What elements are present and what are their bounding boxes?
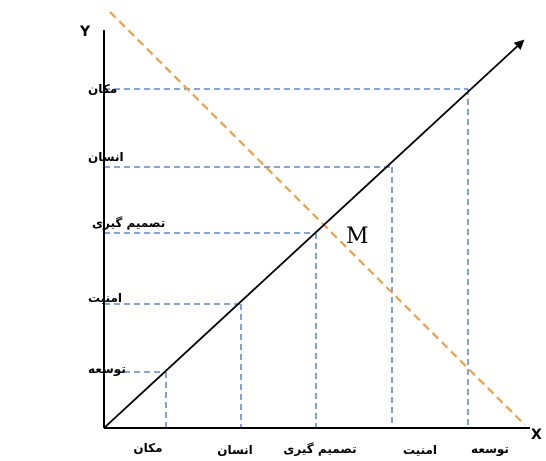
- x-axis-name: X: [531, 427, 542, 443]
- y-label-2: انسان: [88, 150, 124, 164]
- x-label-4: امنیت: [403, 443, 437, 457]
- x-label-3: تصمیم گیری: [283, 442, 356, 456]
- x-label-1: مکان: [133, 441, 162, 455]
- y-label-1: مکان: [88, 82, 117, 96]
- x-label-5: توسعه: [471, 442, 509, 457]
- orange-descending-line: [109, 11, 526, 426]
- point-m-label: M: [346, 224, 369, 249]
- y-axis-name: Y: [79, 24, 91, 40]
- y-label-5: توسعه: [88, 362, 126, 377]
- y-label-3: تصمیم گیری: [92, 216, 165, 230]
- diagonal-arrow-line: [103, 39, 525, 429]
- x-label-2: انسان: [217, 443, 253, 457]
- guide-lines: [104, 88, 469, 428]
- y-label-4: امنیت: [88, 291, 122, 305]
